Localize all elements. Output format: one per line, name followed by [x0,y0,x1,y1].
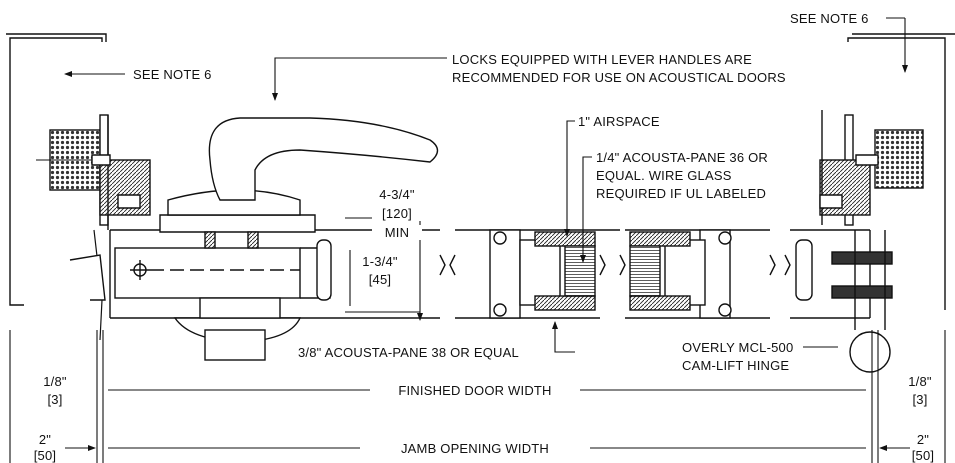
hinge-callout-line1: OVERLY MCL-500 [682,340,794,355]
pane38-callout: 3/8" ACOUSTA-PANE 38 OR EQUAL [298,345,519,360]
depth-dim: 1-3/4" [356,254,404,269]
jamb-right-mm: [50] [911,448,935,463]
jamb-right-dim: 2" [916,432,930,447]
gap-left-mm: [3] [47,392,63,407]
airspace-callout: 1" AIRSPACE [578,114,660,129]
depth-mm: [45] [356,272,404,287]
finished-door-width: FINISHED DOOR WIDTH [370,383,580,398]
left-frame [6,33,151,341]
hinge-callout-line2: CAM-LIFT HINGE [682,358,790,373]
right-frame [819,33,955,310]
gap-left-dim: 1/8" [43,374,67,389]
cam-lift-hinge [795,230,893,373]
gap-right-mm: [3] [912,392,928,407]
min-height-mm: [120] [372,206,422,221]
lever-lock [114,117,439,361]
jamb-left-dim: 2" [38,432,52,447]
min-height-dim: 4-3/4" [372,187,422,202]
gap-right-dim: 1/8" [908,374,932,389]
glazing-right [629,229,732,319]
see-note-right: SEE NOTE 6 [790,11,869,26]
glass-callout-line1: 1/4" ACOUSTA-PANE 36 OR [596,150,769,165]
jamb-left-mm: [50] [33,448,57,463]
locks-callout-line2: RECOMMENDED FOR USE ON ACOUSTICAL DOORS [452,70,786,85]
jamb-opening-width: JAMB OPENING WIDTH [360,441,590,456]
locks-callout-line1: LOCKS EQUIPPED WITH LEVER HANDLES ARE [452,52,752,67]
see-note-left: SEE NOTE 6 [133,67,212,82]
glass-callout-line3: REQUIRED IF UL LABELED [596,186,767,201]
glass-callout-line2: EQUAL. WIRE GLASS [596,168,732,183]
min-label: MIN [372,225,422,240]
glazing-left [489,229,596,319]
